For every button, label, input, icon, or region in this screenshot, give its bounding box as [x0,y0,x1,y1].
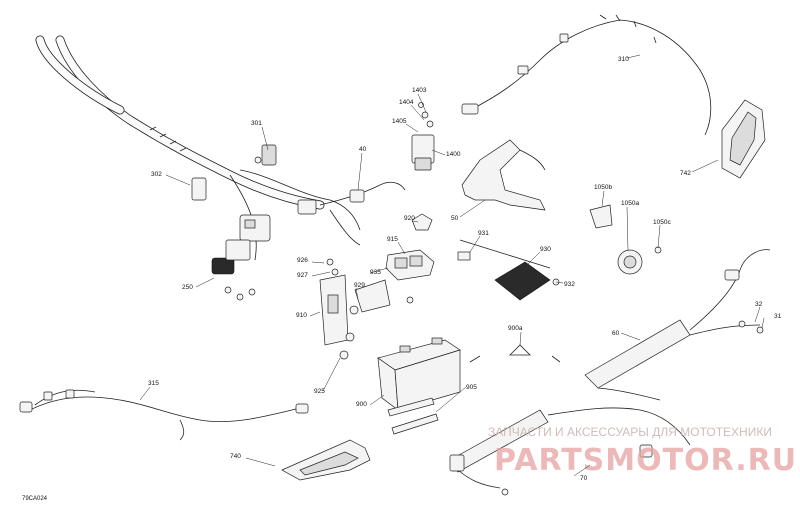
callout-60: 60 [612,330,620,337]
light-740 [281,439,371,481]
callout-926: 926 [297,257,308,264]
callout-915: 915 [387,236,398,243]
callout-1050b: 1050b [594,184,612,191]
drawing-code: 79CA024 [22,496,48,502]
callout-250: 250 [182,284,193,291]
harness-70 [449,407,691,496]
callout-932: 932 [564,281,575,288]
watermark-logo: PARTSMOTOR.RU [494,443,797,478]
callout-40: 40 [359,146,367,153]
relay-group [411,102,435,171]
watermark: ЗАПЧАСТИ И АКСЕССУАРЫ ДЛЯ МОТОТЕХНИКИ PA… [488,425,797,478]
callout-1400: 1400 [446,151,461,158]
callout-1405: 1405 [392,118,407,125]
callout-1403: 1403 [412,87,427,94]
callout-931: 931 [478,230,489,237]
callout-742: 742 [680,170,691,177]
regulator-930 [457,239,561,363]
callout-905: 905 [466,384,477,391]
callout-1050c: 1050c [653,219,671,226]
fuse-holder [385,213,435,281]
callout-1050a: 1050a [621,200,639,207]
horn-1050 [589,204,662,275]
callout-32: 32 [755,301,763,308]
main-harness [35,35,406,301]
callout-900a: 900a [508,325,523,332]
callout-301: 301 [251,120,262,127]
callout-910: 910 [296,312,307,319]
bracket-50 [461,139,546,211]
leader-lines [139,54,765,477]
callout-310: 310 [618,56,629,63]
callout-929: 929 [354,282,365,289]
callout-900: 900 [356,401,367,408]
battery-900 [377,337,461,435]
harness-315 [19,389,309,441]
headlight-742 [721,99,766,179]
callout-925: 925 [314,388,325,395]
callout-935: 935 [370,269,381,276]
callout-50: 50 [451,215,459,222]
bracket-910 [319,258,414,360]
harness-310 [461,14,712,136]
callout-930: 930 [540,246,551,253]
callouts: 301 302 250 315 740 40 1403 1404 1405 14… [148,56,782,482]
watermark-caption: ЗАПЧАСТИ И АКСЕССУАРЫ ДЛЯ МОТОТЕХНИКИ [488,425,772,439]
callout-1404: 1404 [399,99,414,106]
callout-927: 927 [297,272,308,279]
callout-740: 740 [230,453,241,460]
callout-920: 920 [404,215,415,222]
callout-31: 31 [774,313,782,320]
callout-315: 315 [148,380,159,387]
callout-70: 70 [580,475,588,482]
harness-60 [584,249,771,401]
callout-302: 302 [151,171,162,178]
